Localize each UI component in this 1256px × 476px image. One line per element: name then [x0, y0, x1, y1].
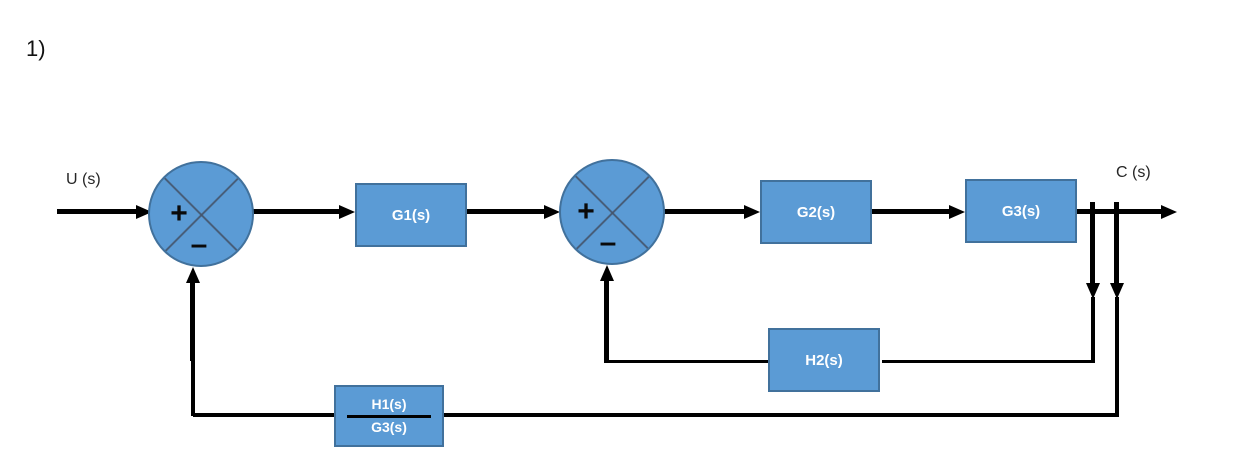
block-g3: G3(s) [965, 179, 1077, 243]
outer-feedback-right-line [443, 413, 1119, 417]
outer-feedback-left-line [193, 413, 335, 417]
input-signal-line [57, 209, 137, 214]
block-g1: G1(s) [355, 183, 467, 247]
block-g1-label: G1(s) [391, 206, 431, 224]
branch1-down-arrowhead-icon [1086, 283, 1100, 299]
outer-feedback-up-line [190, 281, 195, 361]
sum1-to-g1-line [253, 209, 340, 214]
block-h2: H2(s) [768, 328, 880, 392]
branch2-vertical-line [1114, 202, 1119, 284]
branch1-vertical-line [1090, 202, 1095, 284]
branch2-drop-line [1115, 297, 1119, 417]
output-signal-label: C (s) [1116, 164, 1151, 181]
output-arrowhead-icon [1161, 205, 1177, 219]
sum2-feedback-arrowhead-icon [600, 265, 614, 281]
summing-junction-2: + – [559, 159, 665, 265]
fraction-bar-line [347, 414, 431, 418]
item-number-label: 1) [26, 36, 46, 61]
fraction-numerator-label: H1(s) [371, 396, 407, 413]
output-signal-line [1077, 209, 1162, 214]
sum2-to-g2-arrowhead-icon [744, 205, 760, 219]
block-h2-label: H2(s) [805, 351, 843, 369]
block-g2: G2(s) [760, 180, 872, 244]
fraction-denominator-label: G3(s) [371, 418, 407, 435]
sum1-minus-sign: – [190, 228, 208, 261]
g1-to-sum2-arrowhead-icon [544, 205, 560, 219]
sum2-plus-sign: + [577, 195, 595, 228]
outer-feedback-riser-line [191, 358, 195, 416]
input-signal-label: U (s) [66, 171, 101, 188]
branch1-drop-line [1091, 297, 1095, 363]
g1-to-sum2-line [467, 209, 545, 214]
block-g3-label: G3(s) [1001, 202, 1041, 220]
sum1-to-g1-arrowhead-icon [339, 205, 355, 219]
summing-junction-1: + – [148, 161, 254, 267]
h2-output-line [607, 360, 768, 363]
g2-to-g3-line [872, 209, 950, 214]
sum2-to-g2-line [664, 209, 745, 214]
block-h1-over-g3: H1(s) G3(s) [334, 385, 444, 447]
branch2-down-arrowhead-icon [1110, 283, 1124, 299]
sum1-feedback-arrowhead-icon [186, 267, 200, 283]
g2-to-g3-arrowhead-icon [949, 205, 965, 219]
block-g2-label: G2(s) [796, 203, 836, 221]
h2-input-line [882, 360, 1093, 363]
sum1-plus-sign: + [170, 197, 188, 230]
sum2-minus-sign: – [599, 226, 617, 259]
h2-feedback-up-line [604, 279, 609, 363]
